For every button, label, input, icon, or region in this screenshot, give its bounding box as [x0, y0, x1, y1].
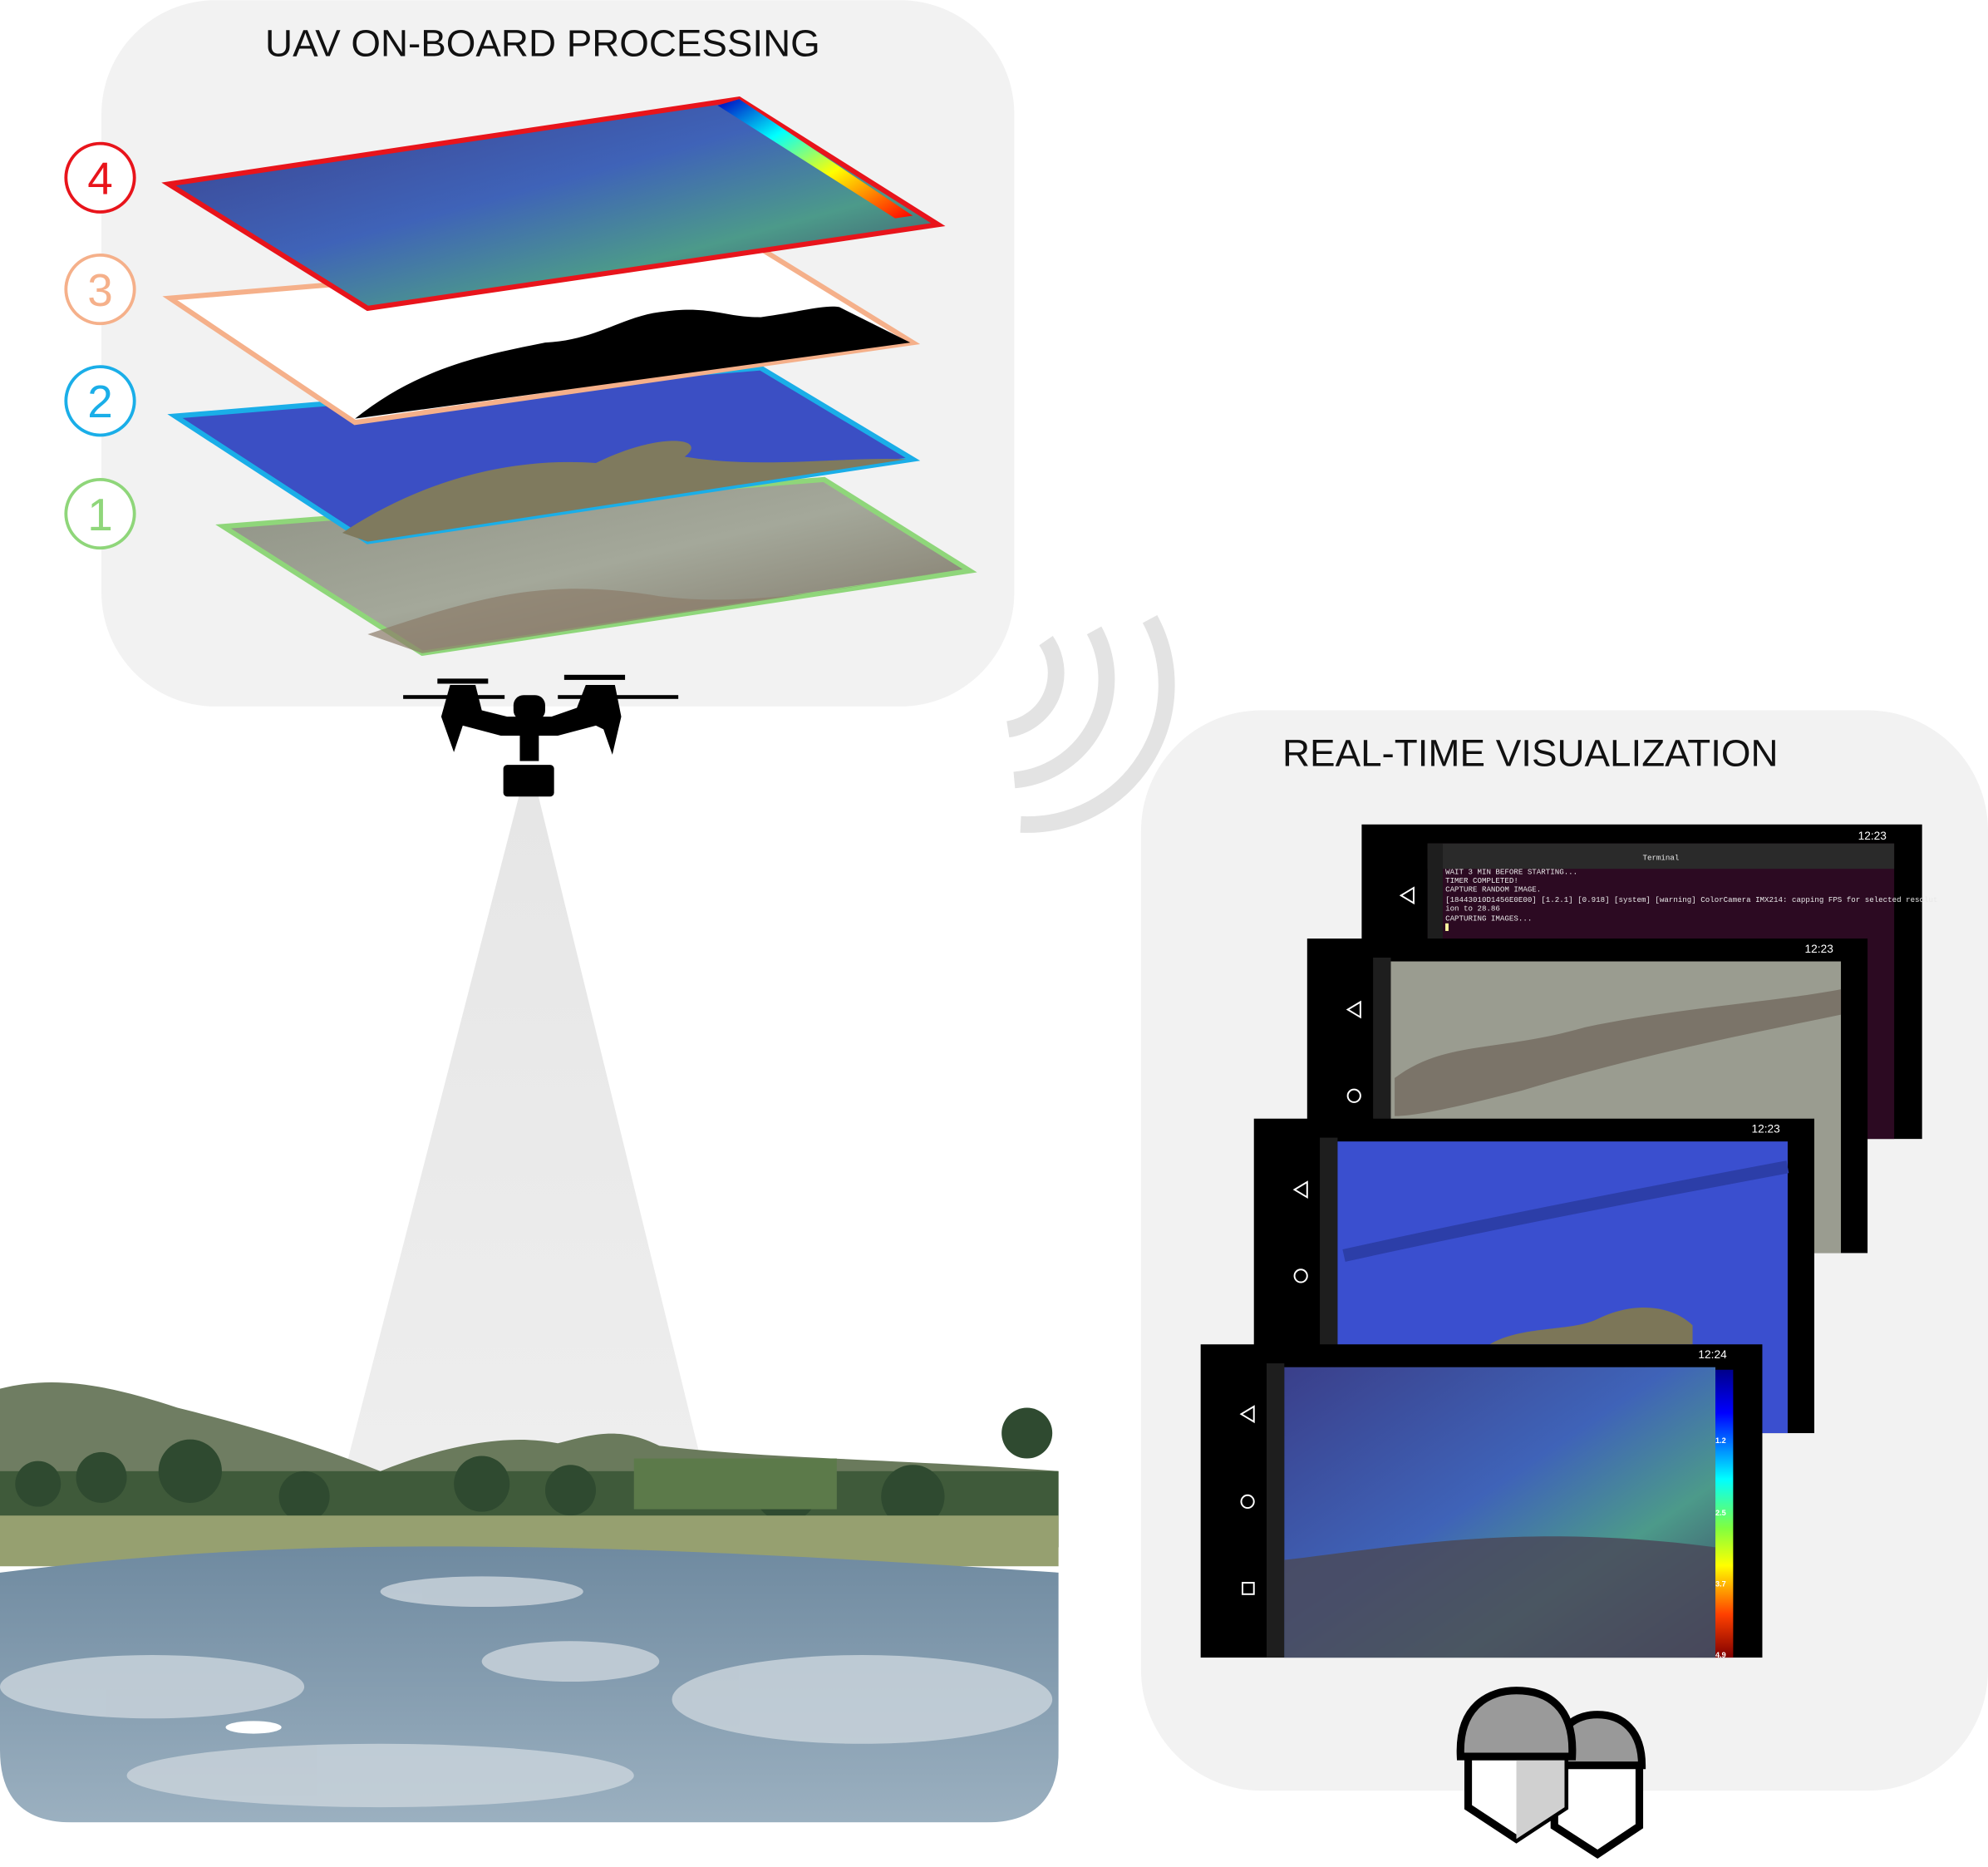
- terminal-line: ion to 28.86: [1445, 904, 1500, 914]
- home-icon[interactable]: [1293, 1268, 1308, 1283]
- layer-1-number: 1: [87, 489, 113, 540]
- onboard-panel-title: UAV ON-BOARD PROCESSING: [265, 22, 820, 64]
- layer-number-badges: 1 2 3 4: [64, 141, 136, 550]
- onboard-processing-panel: UAV ON-BOARD PROCESSING 1 2 3 4: [64, 0, 1015, 707]
- landscape-illustration: [0, 1382, 1059, 1823]
- colorbar-label: 4.9: [1715, 1651, 1726, 1659]
- status-time: 12:24: [1698, 1348, 1727, 1361]
- phone-screen-heatmap[interactable]: 12:24 1.2 2.5 3.7 4.9: [1200, 1344, 1763, 1659]
- visualization-panel-title: REAL-TIME VISUALIZATION: [1282, 732, 1779, 775]
- back-icon[interactable]: [1292, 1180, 1308, 1200]
- layer-2-number: 2: [87, 376, 113, 427]
- home-icon[interactable]: [1346, 1088, 1361, 1103]
- realtime-visualization-panel: REAL-TIME VISUALIZATION 12:23 Terminal W…: [1140, 710, 1988, 1859]
- back-icon[interactable]: [1346, 1000, 1361, 1019]
- terminal-line: WAIT 3 MIN BEFORE STARTING...: [1445, 867, 1577, 876]
- camera-field-of-view: [344, 792, 704, 1471]
- terminal-line: CAPTURING IMAGES...: [1445, 914, 1532, 924]
- status-time: 12:23: [1751, 1123, 1780, 1135]
- colorbar-label: 2.5: [1715, 1509, 1726, 1517]
- wireless-signal-icon: [1006, 614, 1175, 833]
- terminal-window-title: Terminal: [1642, 854, 1679, 863]
- layer-3-number: 3: [87, 264, 113, 316]
- status-time: 12:23: [1805, 943, 1834, 955]
- back-icon[interactable]: [1399, 886, 1415, 905]
- drone-icon: [403, 674, 679, 797]
- colorbar-label: 1.2: [1715, 1436, 1726, 1445]
- back-icon[interactable]: [1239, 1405, 1255, 1424]
- colorbar-label: 3.7: [1715, 1580, 1726, 1589]
- colorbar: [1715, 1369, 1734, 1658]
- layer-4-number: 4: [87, 153, 113, 204]
- operators-helmet-icon: [1456, 1687, 1646, 1859]
- home-icon[interactable]: [1240, 1494, 1255, 1510]
- layer-4-heatmap: [161, 96, 946, 312]
- terminal-line: TIMER COMPLETED!: [1445, 876, 1518, 885]
- terminal-line: CAPTURE RANDOM IMAGE.: [1445, 885, 1541, 894]
- terminal-line: [18443010D1456E0E00] [1.2.1] [0.918] [sy…: [1445, 895, 1937, 904]
- status-time: 12:23: [1858, 830, 1887, 842]
- recents-icon[interactable]: [1242, 1582, 1255, 1595]
